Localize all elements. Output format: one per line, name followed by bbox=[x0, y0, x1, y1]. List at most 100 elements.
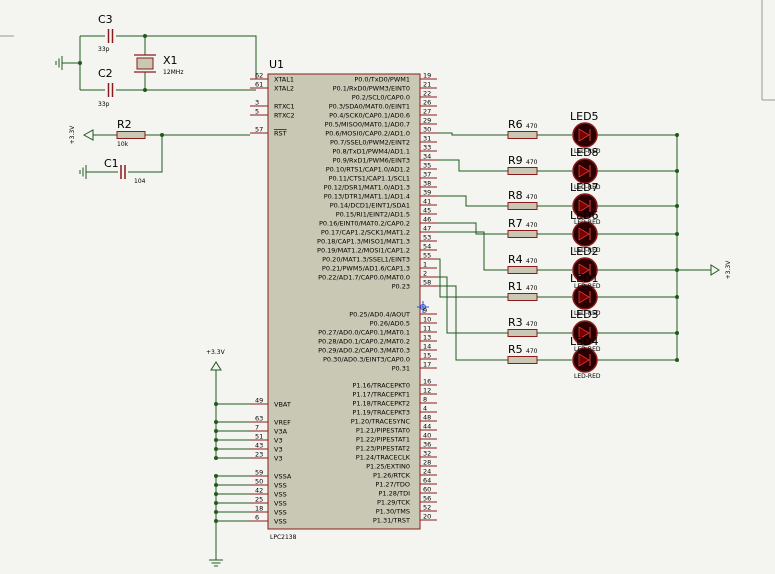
c1-ref: C1 bbox=[104, 157, 119, 170]
ic-pin-number: 52 bbox=[423, 504, 431, 512]
led-part: LED-RED bbox=[574, 310, 601, 317]
ic-pin-label: V3 bbox=[274, 436, 283, 444]
ic-pin-number: 9 bbox=[423, 307, 427, 315]
c1-value: 104 bbox=[134, 178, 146, 185]
junction-dot bbox=[214, 474, 218, 478]
wire-led-signal bbox=[437, 231, 508, 271]
resistor-r3 bbox=[507, 329, 538, 337]
led-part: LED-RED bbox=[574, 283, 601, 290]
ic-pin-number: 51 bbox=[255, 433, 263, 441]
ic-pin-number: 32 bbox=[423, 450, 431, 458]
ic-pin-number: 27 bbox=[423, 108, 431, 116]
wire-led-signal bbox=[437, 132, 508, 136]
wire-led-signal bbox=[437, 285, 508, 361]
c2-ref: C2 bbox=[98, 67, 113, 80]
ic-pin-number: 30 bbox=[423, 126, 431, 134]
ic-pin-label: VSS bbox=[274, 517, 287, 525]
ic-pin-number: 25 bbox=[255, 496, 263, 504]
ic-pin-number: 18 bbox=[255, 505, 263, 513]
ic-pin-label: P1.24/TRACECLK bbox=[356, 453, 411, 461]
ic-pin-number: 48 bbox=[423, 414, 431, 422]
resistor-value: 470 bbox=[526, 285, 538, 292]
ic-pin-number: 45 bbox=[423, 207, 431, 215]
ic-pin-label: RST bbox=[274, 129, 287, 137]
ic-pin-number: 64 bbox=[423, 477, 431, 485]
power-label-reset: +3.3V bbox=[69, 125, 76, 145]
ic-pin-label: P1.16/TRACEPKT0 bbox=[352, 381, 410, 389]
ic-pin-number: 2 bbox=[423, 270, 427, 278]
ic-pin-number: 42 bbox=[255, 487, 263, 495]
ic-pin-label: VSSA bbox=[274, 472, 292, 480]
junction-dot bbox=[214, 492, 218, 496]
ic-pin-number: 41 bbox=[423, 198, 431, 206]
ic-pin-label: P0.27/AD0.0/CAP0.1/MAT0.1 bbox=[318, 328, 410, 336]
ic-u1-ref: U1 bbox=[269, 58, 284, 71]
wire-led-signal bbox=[437, 276, 508, 334]
wire-led-signal bbox=[437, 195, 508, 207]
resistor-ref: R4 bbox=[508, 253, 523, 266]
led-diode-symbol bbox=[578, 263, 590, 277]
wires bbox=[62, 34, 711, 560]
ic-pin-number: 7 bbox=[255, 424, 259, 432]
ic-pin-label: P0.17/CAP1.2/SCK1/MAT1.2 bbox=[321, 228, 410, 236]
ic-pin-label: P0.11/CTS1/CAP1.1/SCL1 bbox=[329, 174, 410, 182]
ic-pin-number: 55 bbox=[423, 252, 431, 260]
led-diode-symbol bbox=[578, 326, 590, 340]
led-ref: LED1 bbox=[570, 272, 599, 285]
ic-pin-number: 20 bbox=[423, 513, 431, 521]
ic-pin-number: 14 bbox=[423, 343, 431, 351]
ic-pin-label: P0.21/PWM5/AD1.6/CAP1.3 bbox=[322, 264, 410, 272]
led-part: LED-RED bbox=[574, 346, 601, 353]
ic-pin-number: 3 bbox=[255, 99, 259, 107]
ic-pin-number: 43 bbox=[255, 442, 263, 450]
ic-pin-label: P1.28/TDI bbox=[379, 489, 411, 497]
ic-pin-number: 44 bbox=[423, 423, 431, 431]
ic-pin-label: P1.25/EXTIN0 bbox=[366, 462, 410, 470]
led-ref: LED8 bbox=[570, 146, 599, 159]
x1-ref: X1 bbox=[163, 54, 178, 67]
led-diode-symbol bbox=[578, 164, 590, 178]
ic-pin-label: P0.25/AD0.4/AOUT bbox=[349, 310, 410, 318]
resistor-ref: R8 bbox=[508, 189, 523, 202]
ic-pin-number: 58 bbox=[423, 279, 431, 287]
ic-pin-label: P1.19/TRACEPKT3 bbox=[352, 408, 410, 416]
power-arrow-vdd bbox=[210, 361, 222, 371]
led-diode-symbol bbox=[578, 353, 590, 367]
ic-pin-number: 46 bbox=[423, 216, 431, 224]
resistor-ref: R1 bbox=[508, 280, 523, 293]
ic-pin-label: P1.18/TRACEPKT2 bbox=[352, 399, 410, 407]
ic-pin-label: P0.30/AD0.3/EINT3/CAP0.0 bbox=[323, 355, 410, 363]
led-ref: LED4 bbox=[570, 335, 599, 348]
led-part: LED-RED bbox=[574, 219, 601, 226]
junction-dot bbox=[214, 447, 218, 451]
ic-pin-number: 54 bbox=[423, 243, 431, 251]
ic-pin-label: P0.13/DTR1/MAT1.1/AD1.4 bbox=[324, 192, 410, 200]
power-label-led: +3.3V bbox=[725, 260, 732, 280]
ic-pin-label: P0.23 bbox=[392, 282, 410, 290]
ic-pin-label: P0.12/DSR1/MAT1.0/AD1.3 bbox=[324, 183, 410, 191]
junction-dot bbox=[214, 501, 218, 505]
led-ref: LED7 bbox=[570, 181, 599, 194]
ic-pin-number: 38 bbox=[423, 180, 431, 188]
resistor-ref: R9 bbox=[508, 154, 523, 167]
resistor-ref: R7 bbox=[508, 217, 523, 230]
ic-pin-label: P0.28/AD0.1/CAP0.2/MAT0.2 bbox=[318, 337, 410, 345]
ic-pin-label: P0.15/RI1/EINT2/AD1.5 bbox=[336, 210, 410, 218]
resistor-r8 bbox=[507, 202, 538, 210]
led-part: LED-RED bbox=[574, 247, 601, 254]
ic-pin-label: P0.19/MAT1.2/MOSI1/CAP1.2 bbox=[317, 246, 410, 254]
ic-pin-number: 17 bbox=[423, 361, 431, 369]
ic-pin-label: P0.10/RTS1/CAP1.0/AD1.2 bbox=[326, 165, 410, 173]
led-diode-symbol bbox=[578, 227, 590, 241]
ic-pin-label: P0.9/RxD1/PWM6/EINT3 bbox=[333, 156, 410, 164]
ic-pin-label: P0.20/MAT1.3/SSEL1/EINT3 bbox=[322, 255, 410, 263]
resistor-value: 470 bbox=[526, 159, 538, 166]
ic-pin-number: 16 bbox=[423, 378, 431, 386]
ic-pin-number: 53 bbox=[423, 234, 431, 242]
crystal-x1-body bbox=[136, 57, 154, 70]
ic-pin-label: VSS bbox=[274, 499, 287, 507]
ic-pin-number: 50 bbox=[255, 478, 263, 486]
ic-pin-label: P0.3/SDA0/MAT0.0/EINT1 bbox=[329, 102, 410, 110]
